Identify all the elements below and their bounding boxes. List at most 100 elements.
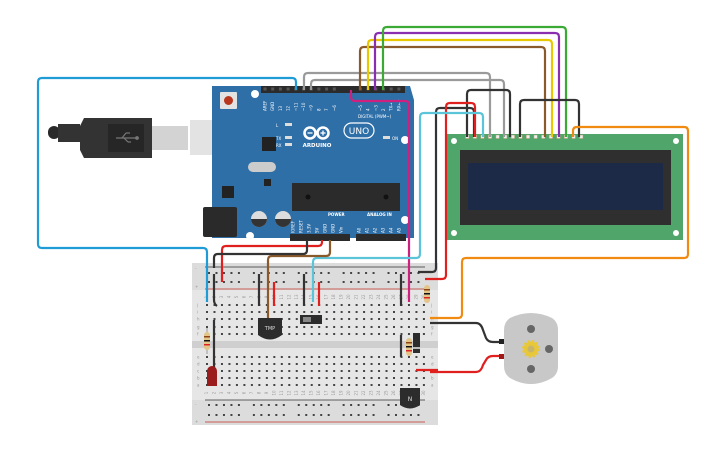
column-label: 17 xyxy=(324,390,329,396)
row-label: f xyxy=(431,332,433,337)
digital-pin-label: 12 xyxy=(286,105,291,111)
wire-red-lcd xyxy=(425,101,477,281)
column-label: 13 xyxy=(294,390,299,396)
column-label: 25 xyxy=(384,294,389,300)
column-label: 4 xyxy=(226,391,231,394)
column-label: 19 xyxy=(339,294,344,300)
led-label-l: L xyxy=(276,123,279,128)
wire-brown xyxy=(358,45,547,137)
led-label-tx: TX xyxy=(275,136,281,141)
rail-minus-label: - xyxy=(195,266,197,271)
digital-pin-label: TX→1 xyxy=(389,99,394,112)
rail-minus-label-bottom: - xyxy=(195,402,197,407)
wire-cyan xyxy=(311,111,485,302)
row-label: e xyxy=(431,355,434,360)
power-label: POWER xyxy=(328,212,345,217)
digital-pin-label: ~6 xyxy=(332,105,337,111)
analog-pin-label: A0 xyxy=(357,227,362,233)
wire-red-motor xyxy=(430,354,502,374)
row-label: a xyxy=(197,383,200,388)
wire-black-gnd2 xyxy=(212,240,309,268)
power-header[interactable] xyxy=(290,234,350,241)
column-label: 18 xyxy=(331,294,336,300)
row-label: j xyxy=(196,303,198,308)
usb-chip xyxy=(262,137,276,151)
column-label: 22 xyxy=(361,294,366,300)
wire-yellow xyxy=(366,38,554,137)
column-label: 25 xyxy=(384,390,389,396)
power-pin-label: GND xyxy=(331,224,336,233)
rail-plus-label-bottom: + xyxy=(195,419,198,424)
digital-pin-label: GND xyxy=(270,102,275,111)
column-label: 10 xyxy=(271,390,276,396)
resistor-top-right[interactable] xyxy=(424,285,430,303)
power-pin-label: Vin xyxy=(339,226,344,233)
digital-pin-label: 8 xyxy=(316,108,321,111)
column-label: 13 xyxy=(294,294,299,300)
lcd-pin[interactable] xyxy=(510,134,515,139)
column-label: 14 xyxy=(301,390,306,396)
wire-black-lcd xyxy=(465,88,512,137)
analog-pin-label: A2 xyxy=(373,227,378,233)
power-jack[interactable] xyxy=(203,207,237,237)
lcd-pin[interactable] xyxy=(526,134,531,139)
column-label: 11 xyxy=(279,294,284,300)
lcd-16x2[interactable] xyxy=(447,134,683,240)
power-pin-label: 3.3V xyxy=(307,224,312,233)
lcd-screen xyxy=(468,163,663,210)
power-pin-label: 5V xyxy=(315,227,320,233)
wire-orange xyxy=(430,125,690,320)
column-label: 5 xyxy=(234,391,239,394)
analog-label: ANALOG IN xyxy=(367,212,392,217)
column-label: 23 xyxy=(369,390,374,396)
analog-header[interactable] xyxy=(356,234,406,241)
row-label: b xyxy=(197,376,200,381)
row-label: a xyxy=(431,383,434,388)
digital-pin-label: ~3 xyxy=(373,105,378,111)
row-label: i xyxy=(431,310,432,315)
row-label: d xyxy=(197,362,200,367)
column-label: 15 xyxy=(309,390,314,396)
dc-motor[interactable] xyxy=(499,313,558,384)
column-label: 26 xyxy=(391,294,396,300)
wires[interactable] xyxy=(36,25,690,375)
temperature-sensor[interactable]: TMP xyxy=(258,318,282,340)
column-label: 23 xyxy=(369,294,374,300)
column-label: 20 xyxy=(346,294,351,300)
digital-pin-label: ~11 xyxy=(293,102,298,111)
row-label: b xyxy=(431,376,434,381)
column-label: 16 xyxy=(316,390,321,396)
npn-transistor[interactable]: N xyxy=(400,388,420,409)
wire-green xyxy=(381,25,568,137)
rail-plus-label: + xyxy=(195,284,198,289)
digital-pin-label: ~5 xyxy=(358,105,363,111)
digital-pin-label: 2 xyxy=(381,108,386,111)
resistor-led[interactable] xyxy=(204,328,210,354)
analog-pin-label: A1 xyxy=(365,227,370,233)
on-label: ON xyxy=(392,136,398,141)
row-label: g xyxy=(197,325,200,330)
digital-pin-label: ~9 xyxy=(309,105,314,111)
column-label: 29 xyxy=(413,294,418,300)
wire-black-motor xyxy=(430,321,502,344)
column-label: 3 xyxy=(219,295,224,298)
digital-header-1[interactable] xyxy=(261,86,353,93)
power-pin-label: GND xyxy=(323,224,328,233)
digital-header-2[interactable] xyxy=(341,86,405,93)
digital-pin-label: RX←0 xyxy=(396,99,401,111)
lcd-pin[interactable] xyxy=(533,134,538,139)
column-label: 12 xyxy=(286,390,291,396)
diode[interactable] xyxy=(413,333,420,353)
row-label: h xyxy=(197,317,200,322)
column-label: 21 xyxy=(354,390,359,396)
column-label: 24 xyxy=(376,294,381,300)
resistor-base[interactable] xyxy=(406,338,412,356)
column-label: 15 xyxy=(309,294,314,300)
slide-switch[interactable] xyxy=(300,315,322,324)
row-label: i xyxy=(197,310,198,315)
column-label: 21 xyxy=(354,294,359,300)
red-led[interactable] xyxy=(207,366,217,386)
lcd-pin[interactable] xyxy=(495,134,500,139)
